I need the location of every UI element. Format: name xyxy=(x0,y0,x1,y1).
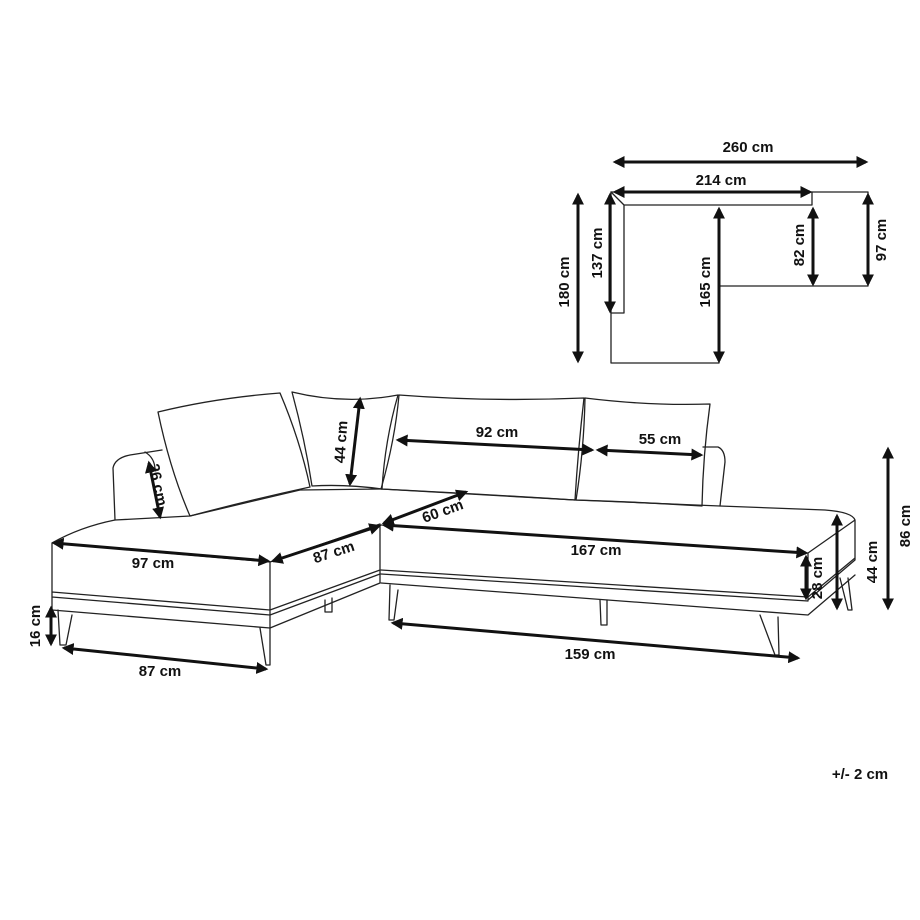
arrow-60 xyxy=(381,489,469,526)
cushion-1 xyxy=(157,392,311,517)
arrow-26 xyxy=(145,460,164,520)
label-26: 26 cm xyxy=(145,462,170,507)
right-armrest xyxy=(702,446,726,507)
label-159: 159 cm xyxy=(565,646,616,663)
label-16: 16 cm xyxy=(27,605,44,648)
label-86: 86 cm xyxy=(897,505,914,548)
label-28: 28 cm xyxy=(809,557,826,600)
label-167: 167 cm xyxy=(571,542,622,559)
label-44-seat: 44 cm xyxy=(864,541,881,584)
label-82: 82 cm xyxy=(791,224,808,267)
cushion-4 xyxy=(575,397,711,507)
plan-view: 260 cm 214 cm 180 cm 137 cm 165 cm 82 cm… xyxy=(556,139,890,364)
label-260: 260 cm xyxy=(723,139,774,156)
arrow-87-chaise xyxy=(270,523,382,564)
arrow-159 xyxy=(390,617,801,664)
label-214: 214 cm xyxy=(696,172,747,189)
label-165: 165 cm xyxy=(697,257,714,308)
label-55: 55 cm xyxy=(639,431,682,448)
arrow-44-back xyxy=(345,396,365,487)
label-92: 92 cm xyxy=(476,424,519,441)
label-137: 137 cm xyxy=(589,228,606,279)
label-44-back: 44 cm xyxy=(332,420,352,464)
arrow-167 xyxy=(381,519,809,559)
arrow-92 xyxy=(395,434,595,456)
arrow-97 xyxy=(51,537,271,567)
plan-outline xyxy=(610,191,869,364)
label-97: 97 cm xyxy=(132,555,175,572)
label-87-legs: 87 cm xyxy=(139,663,182,680)
label-97-plan: 97 cm xyxy=(873,219,890,262)
arrow-87-legs xyxy=(61,643,269,674)
arrow-55 xyxy=(595,444,704,461)
label-180: 180 cm xyxy=(556,257,573,308)
tolerance-note: +/- 2 cm xyxy=(832,766,888,783)
sofa-drawing: 26 cm 44 cm 92 cm 55 cm 60 cm 97 cm 87 c… xyxy=(27,391,914,680)
